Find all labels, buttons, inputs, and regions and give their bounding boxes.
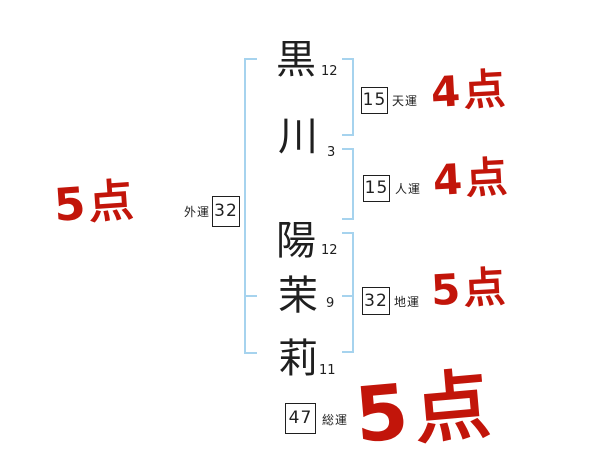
- earth-luck-score: 5点: [429, 262, 510, 315]
- total-luck-value-box: 47: [285, 403, 316, 434]
- total-luck-label: 総運: [322, 413, 349, 427]
- earth-luck-label: 地運: [394, 295, 421, 309]
- bracket-tick: [342, 58, 354, 60]
- bracket-line: [352, 58, 354, 136]
- person-luck-label: 人運: [395, 182, 422, 196]
- bracket-tick: [342, 351, 354, 353]
- outer-luck-label: 外運: [184, 205, 211, 219]
- person-luck-value-box: 15: [363, 175, 390, 202]
- bracket-tick: [342, 232, 354, 234]
- stroke-count-3: 12: [321, 243, 338, 258]
- bracket-tick: [342, 218, 354, 220]
- stroke-count-2: 3: [327, 145, 336, 160]
- bracket-line: [244, 58, 246, 354]
- name-char-3: 陽: [276, 218, 316, 264]
- bracket-tick: [244, 58, 257, 60]
- outer-luck-score: 5点: [52, 173, 139, 232]
- bracket-tick: [244, 295, 257, 297]
- heaven-luck-score: 4点: [429, 64, 510, 117]
- bracket-tick: [342, 134, 354, 136]
- bracket-line: [352, 148, 354, 220]
- name-char-4: 茉: [278, 273, 318, 319]
- name-char-2: 川: [278, 114, 318, 160]
- heaven-luck-value-box: 15: [361, 87, 388, 114]
- stroke-count-5: 11: [319, 363, 336, 378]
- stroke-count-4: 9: [326, 296, 335, 311]
- bracket-tick: [342, 295, 354, 297]
- bracket-line: [352, 232, 354, 353]
- bracket-tick: [342, 148, 354, 150]
- name-char-1: 黒: [276, 37, 316, 83]
- stroke-count-1: 12: [321, 64, 338, 79]
- name-char-5: 莉: [278, 336, 318, 382]
- heaven-luck-label: 天運: [392, 94, 419, 108]
- outer-luck-value-box: 32: [212, 196, 240, 227]
- person-luck-score: 4点: [431, 152, 512, 205]
- total-luck-score: 5点: [351, 359, 500, 460]
- bracket-tick: [244, 352, 257, 354]
- earth-luck-value-box: 32: [362, 287, 390, 315]
